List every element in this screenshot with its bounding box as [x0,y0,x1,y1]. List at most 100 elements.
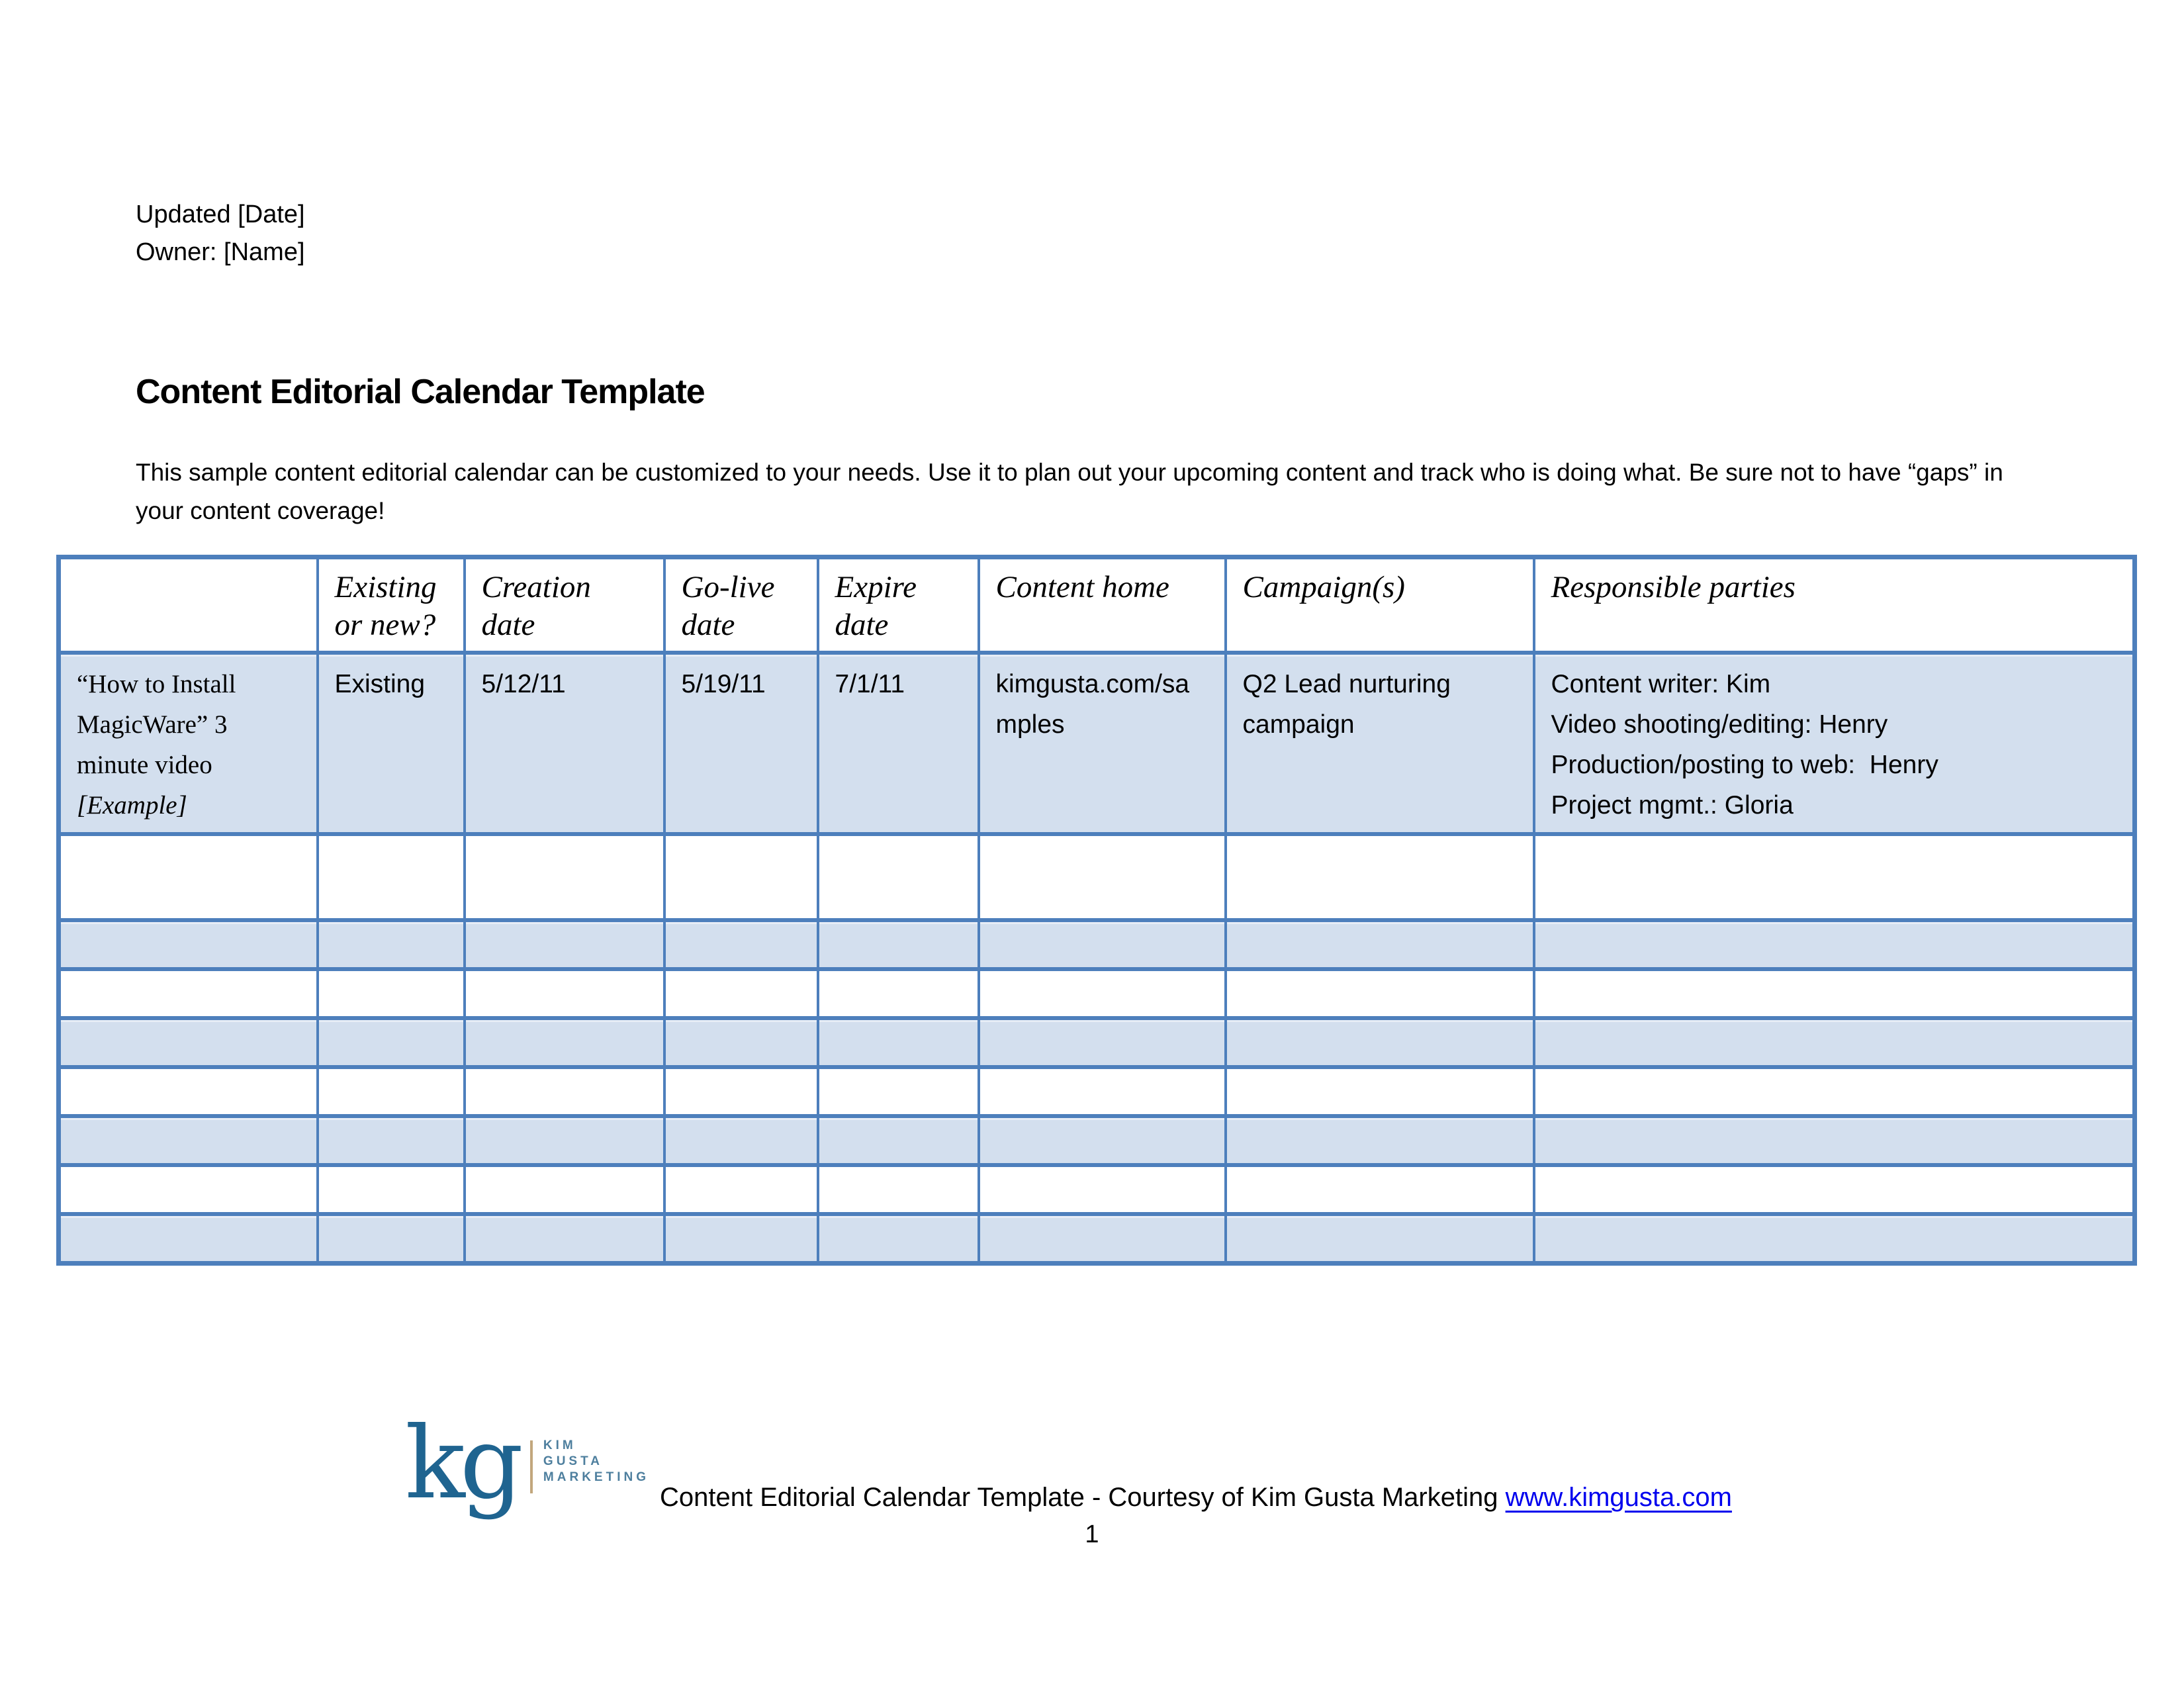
empty-cell [316,967,466,1020]
header-cell-campaigns: Campaign(s) [1224,555,1535,655]
empty-cell [1224,1114,1535,1167]
logo-kg-monogram: kg [405,1406,523,1521]
responsible-party-line: Content writer: Kim [1551,670,1771,698]
footer-credit-line: Content Editorial Calendar Template - Co… [660,1483,1732,1513]
cell-existing-or-new: Existing [316,651,466,836]
example-content-row: “How to Install MagicWare” 3 minute vide… [57,651,2136,836]
empty-cell [1532,1212,2136,1266]
empty-cell [662,1163,819,1216]
empty-cell [816,1212,980,1266]
empty-row [57,832,2136,922]
empty-cell [316,1016,466,1069]
empty-cell [57,1065,319,1118]
empty-cell [662,967,819,1020]
cell-responsible-parties: Content writer: Kim Video shooting/editi… [1532,651,2136,836]
empty-cell [316,918,466,971]
empty-row [57,918,2136,971]
empty-cell [977,967,1227,1020]
empty-cell [662,1065,819,1118]
header-cell-creation-date: Creation date [463,555,666,655]
header-cell-blank [57,555,319,655]
kimgusta-link[interactable]: www.kimgusta.com [1505,1483,1732,1512]
page-footer: kg KIM GUSTA MARKETING Content Editorial… [405,1409,1732,1513]
empty-row [57,1212,2136,1266]
empty-cell [463,967,666,1020]
empty-cell [816,967,980,1020]
empty-cell [1224,832,1535,922]
logo-wordmark: KIM GUSTA MARKETING [543,1438,649,1485]
cell-go-live-date: 5/19/11 [662,651,819,836]
footer-credit-text: Content Editorial Calendar Template - Co… [659,1483,1498,1512]
logo-line-gusta: GUSTA [543,1454,604,1468]
cell-expire-date: 7/1/11 [816,651,980,836]
empty-cell [977,1065,1227,1118]
empty-cell [316,1065,466,1118]
responsible-party-line: Project mgmt.: Gloria [1551,791,1794,820]
empty-cell [1224,1065,1535,1118]
empty-cell [463,1114,666,1167]
empty-row [57,1065,2136,1118]
cell-campaigns: Q2 Lead nurturing campaign [1224,651,1535,836]
empty-cell [316,1114,466,1167]
empty-cell [1532,1114,2136,1167]
empty-cell [1224,1163,1535,1216]
empty-row [57,1114,2136,1167]
responsible-party-line: Video shooting/editing: Henry [1551,710,1888,739]
updated-line: Updated [Date] [136,201,305,228]
empty-cell [662,1114,819,1167]
empty-cell [1532,1016,2136,1069]
empty-row [57,967,2136,1020]
empty-cell [662,1016,819,1069]
responsible-party-line: Production/posting to web: Henry [1551,751,1938,779]
header-cell-expire-date: Expire date [816,555,980,655]
empty-cell [977,1163,1227,1216]
empty-cell [57,1016,319,1069]
empty-cell [1224,1016,1535,1069]
empty-cell [463,1212,666,1266]
empty-cell [816,918,980,971]
empty-cell [1224,967,1535,1020]
empty-cell [1532,1163,2136,1216]
empty-cell [1532,832,2136,922]
header-cell-go-live-date: Go-live date [662,555,819,655]
empty-cell [816,1114,980,1167]
empty-cell [977,832,1227,922]
empty-cell [57,1114,319,1167]
empty-cell [57,918,319,971]
empty-cell [463,918,666,971]
logo-line-marketing: MARKETING [543,1470,649,1484]
empty-cell [1224,918,1535,971]
empty-cell [463,1016,666,1069]
cell-content-title: “How to Install MagicWare” 3 minute vide… [57,651,319,836]
owner-line: Owner: [Name] [136,238,305,266]
empty-cell [662,918,819,971]
editorial-calendar-table: Existing or new? Creation date Go-live d… [56,555,2137,1266]
header-cell-existing-or-new: Existing or new? [316,555,466,655]
content-title-text: “How to Install MagicWare” 3 minute vide… [77,670,236,779]
empty-cell [316,832,466,922]
empty-cell [977,1114,1227,1167]
logo-line-kim: KIM [543,1438,576,1452]
header-cell-content-home: Content home [977,555,1227,655]
empty-cell [816,1016,980,1069]
empty-cell [662,832,819,922]
header-cell-responsible-parties: Responsible parties [1532,555,2136,655]
table-header-row: Existing or new? Creation date Go-live d… [57,555,2136,655]
empty-cell [1224,1212,1535,1266]
empty-cell [463,832,666,922]
cell-creation-date: 5/12/11 [463,651,666,836]
intro-paragraph: This sample content editorial calendar c… [136,459,2003,524]
empty-row [57,1016,2136,1069]
kim-gusta-logo: kg KIM GUSTA MARKETING [405,1409,649,1513]
empty-cell [57,1212,319,1266]
empty-cell [316,1212,466,1266]
document-meta: Updated [Date] Owner: [Name] [136,196,305,271]
empty-cell [463,1163,666,1216]
empty-cell [816,1065,980,1118]
empty-cell [316,1163,466,1216]
empty-cell [977,1016,1227,1069]
cell-content-home: kimgusta.com/samples [977,651,1227,836]
empty-cell [977,1212,1227,1266]
empty-cell [977,918,1227,971]
